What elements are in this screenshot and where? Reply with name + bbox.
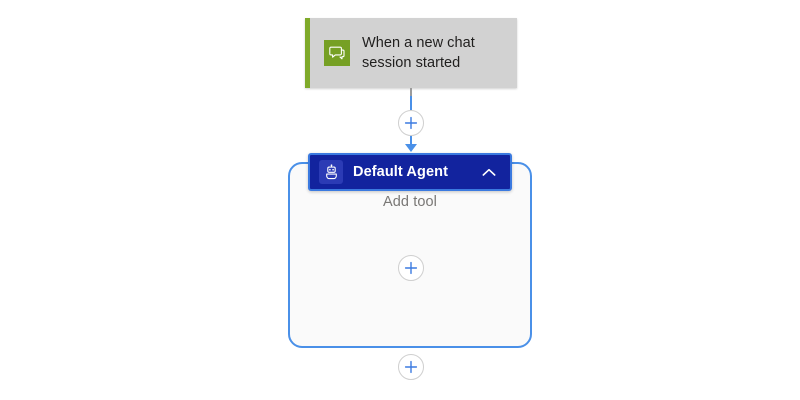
trigger-card[interactable]: When a new chat session started [305, 18, 517, 88]
trigger-title: When a new chat session started [362, 35, 475, 71]
chat-bubble-icon [324, 40, 350, 66]
connector-stub [410, 88, 412, 96]
robot-icon [319, 160, 343, 184]
add-tool-button[interactable] [398, 255, 424, 281]
add-tool-label: Add tool [382, 194, 437, 210]
connector-line-upper [410, 96, 412, 110]
agent-header-inner: Default Agent [312, 157, 508, 187]
add-step-bottom-button[interactable] [398, 354, 424, 380]
trigger-accent-bar [305, 18, 310, 88]
agent-title: Default Agent [353, 164, 449, 180]
connector-arrowhead [405, 144, 417, 152]
chevron-up-icon[interactable] [482, 168, 496, 177]
connector-line-lower [410, 134, 412, 148]
agent-header[interactable]: Default Agent [308, 153, 512, 191]
add-step-top-button[interactable] [398, 110, 424, 136]
agent-body: Add tool [290, 194, 530, 210]
